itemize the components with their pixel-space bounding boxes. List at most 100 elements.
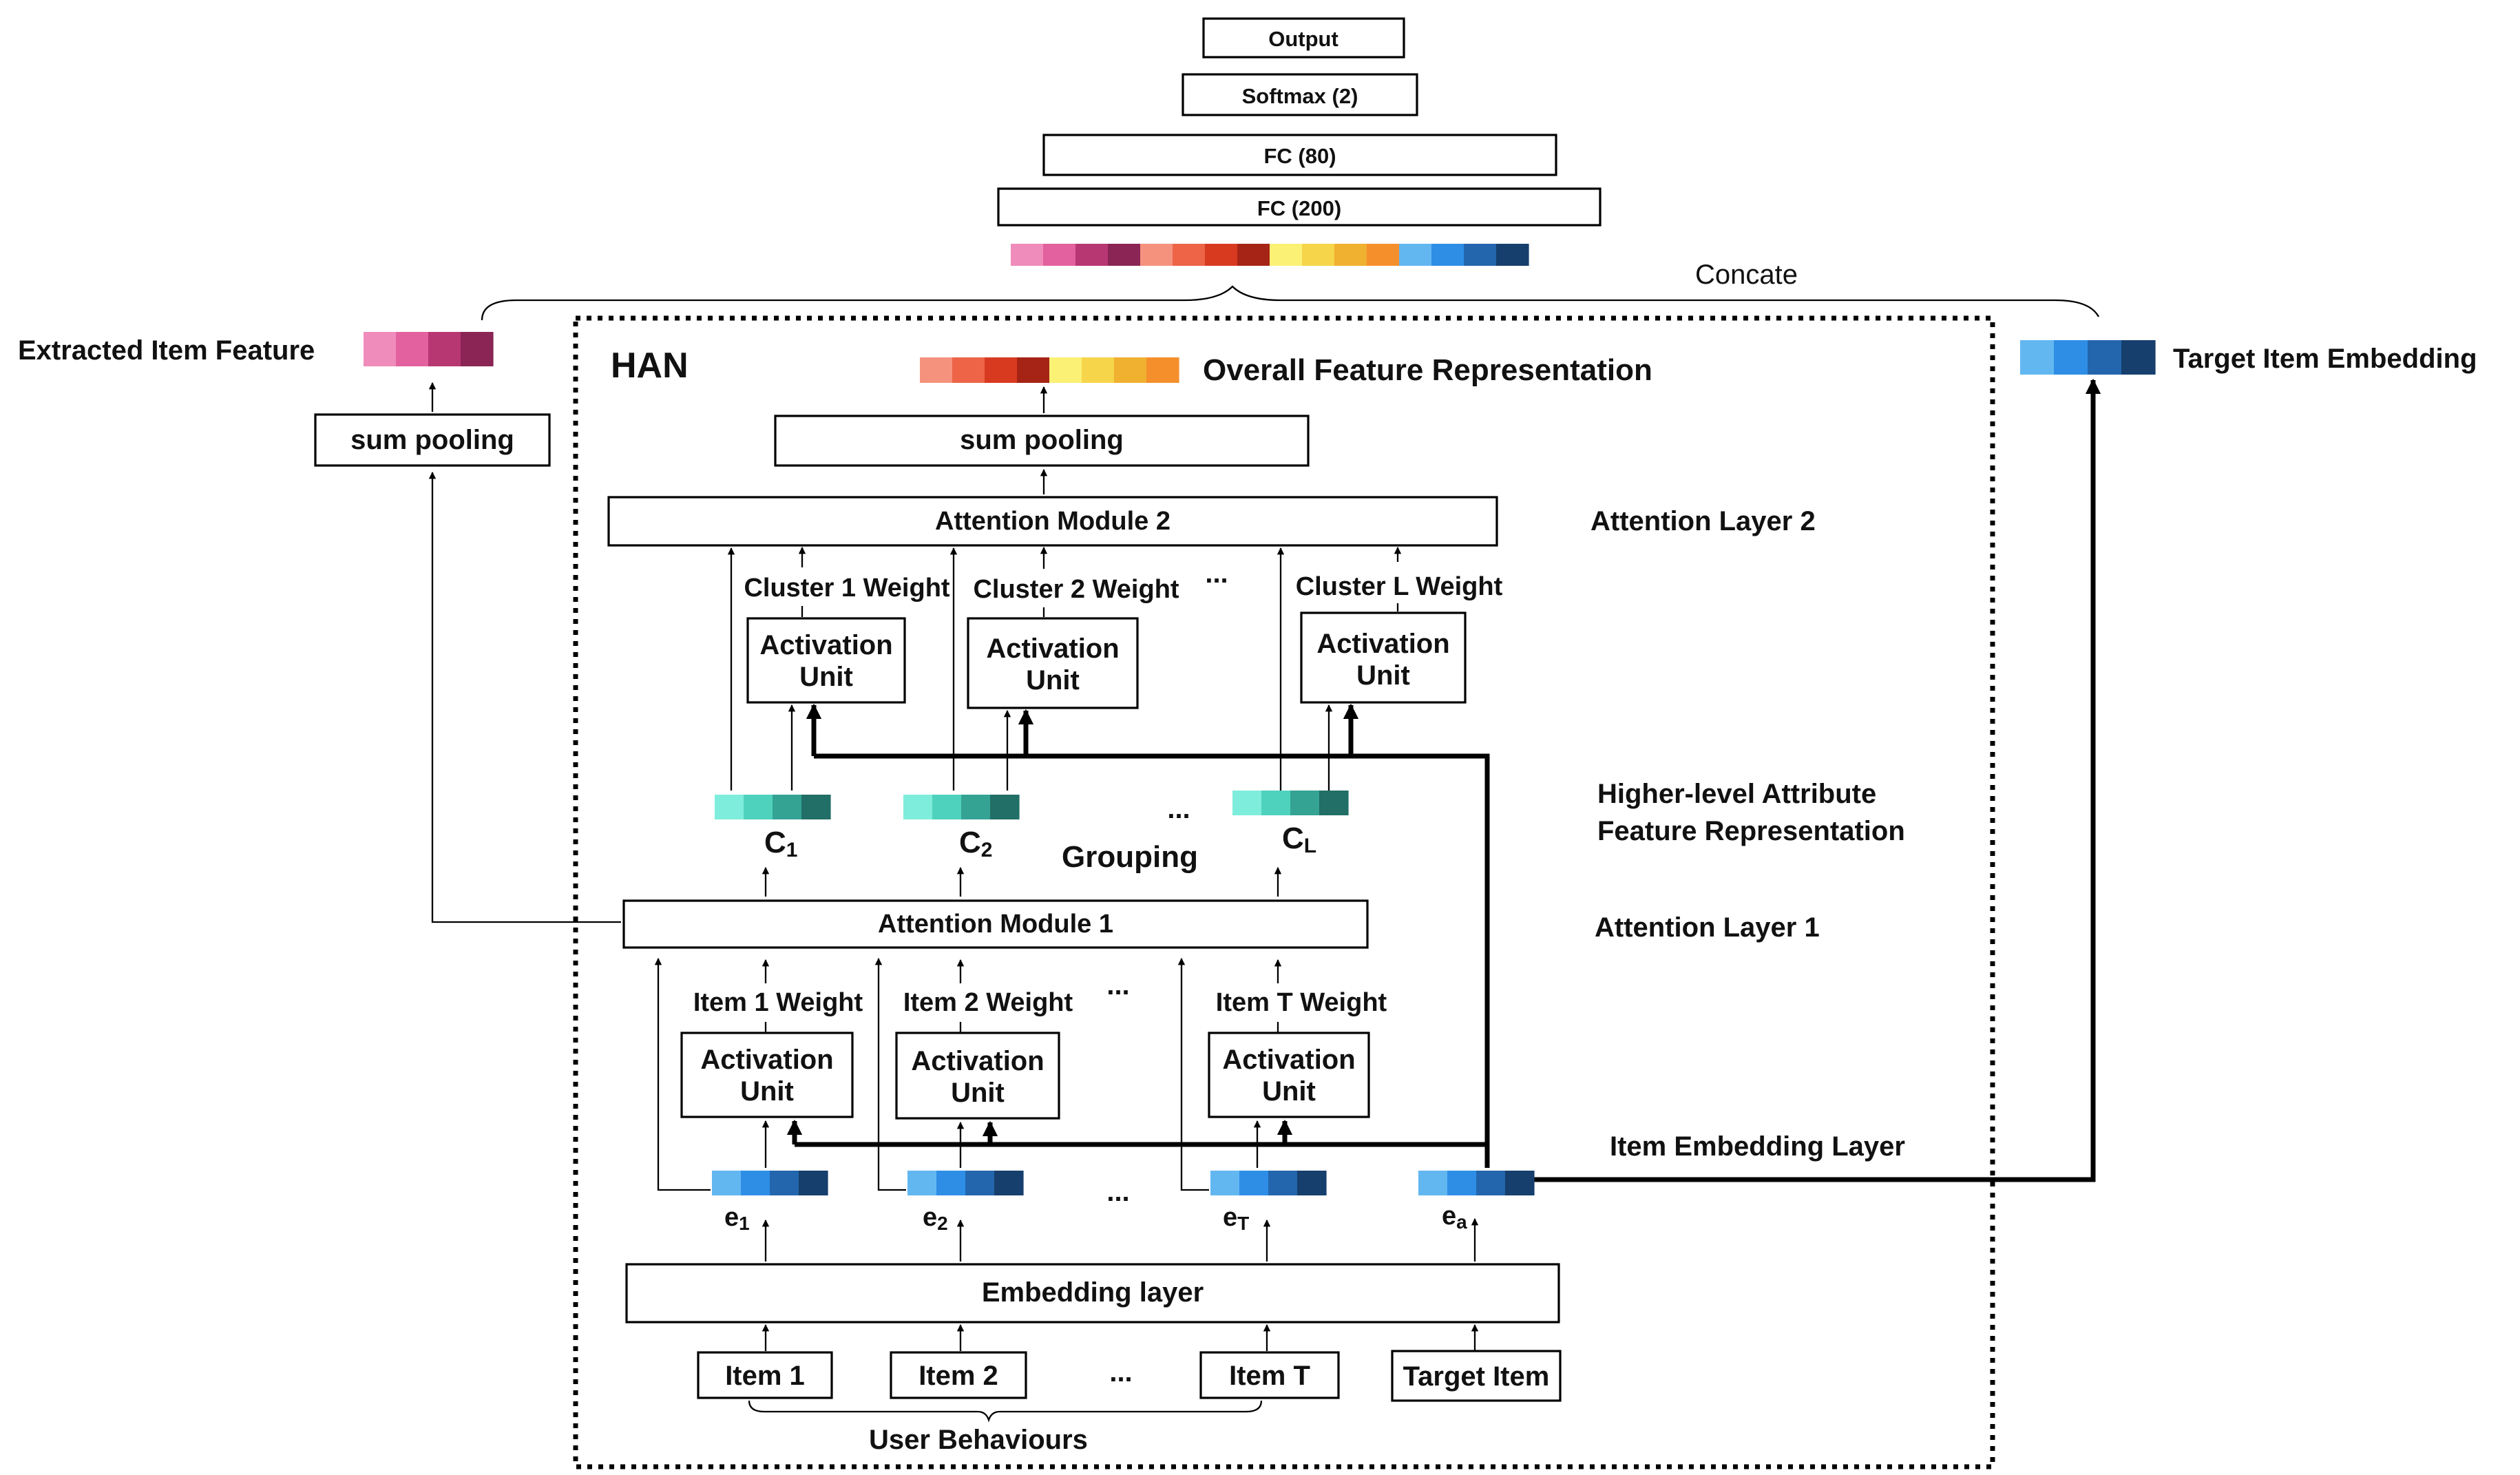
cluster-label-2: C2 xyxy=(959,826,992,861)
vector-cell xyxy=(773,795,802,819)
cluster-label-l: CL xyxy=(1282,822,1316,857)
cluster-activation-unit-2 xyxy=(967,617,1139,709)
han-sum-pooling-label: sum pooling xyxy=(960,425,1124,455)
item-activation-unit-t xyxy=(1208,1032,1370,1118)
vector-cell xyxy=(1447,1171,1477,1195)
attention-module-2-label: Attention Module 2 xyxy=(935,507,1170,536)
vector-cell xyxy=(1270,244,1303,266)
vector-cell xyxy=(1108,244,1141,266)
han-label: HAN xyxy=(611,346,689,386)
vector-cell xyxy=(1173,244,1206,266)
vector-cell xyxy=(461,332,494,366)
cluster-weight-2-label: Cluster 2 Weight xyxy=(973,575,1179,604)
target-attention-lines xyxy=(786,703,1490,1168)
vector-cell xyxy=(920,357,953,383)
cluster-bypass-arrows xyxy=(727,547,1333,791)
vector-cell xyxy=(2020,340,2055,375)
cluster-label-1: C1 xyxy=(764,826,797,861)
cluster-vector-2 xyxy=(903,795,1020,819)
vector-cell xyxy=(1290,791,1320,815)
item-activation-unit-2 xyxy=(895,1032,1060,1120)
item-weight-2-label: Item 2 Weight xyxy=(903,988,1073,1017)
cluster-activation-2-line2: Unit xyxy=(1026,665,1080,695)
vector-cell xyxy=(1237,244,1270,266)
vector-cell xyxy=(1205,244,1238,266)
vector-cell xyxy=(2088,340,2122,375)
embedding-vector-e2 xyxy=(907,1171,1024,1195)
vector-cell xyxy=(952,357,985,383)
left-sum-pooling-label: sum pooling xyxy=(350,425,514,455)
fc80-label: FC (80) xyxy=(1263,144,1336,168)
vector-cell xyxy=(799,1171,828,1195)
vector-cell xyxy=(2054,340,2088,375)
vector-cell xyxy=(1146,357,1179,383)
vector-cell xyxy=(396,332,429,366)
vector-cell xyxy=(1043,244,1076,266)
vector-cell xyxy=(715,795,744,819)
cluster-vector-1 xyxy=(715,795,831,819)
vector-cell xyxy=(965,1171,995,1195)
output-box xyxy=(1202,17,1405,59)
vector-cell xyxy=(1431,244,1464,266)
vector-cell xyxy=(1302,244,1335,266)
cluster-activation-1-line1: Activation xyxy=(759,630,892,660)
item-2-label: Item 2 xyxy=(918,1361,998,1391)
vector-cell xyxy=(1268,1171,1298,1195)
vector-cell xyxy=(1049,357,1082,383)
items-ellipsis: ... xyxy=(1109,1357,1132,1388)
cluster-vector-l xyxy=(1232,791,1349,815)
extracted-item-feature-vector xyxy=(364,332,494,366)
embedding-label-e1: e1 xyxy=(724,1203,750,1234)
vector-cell xyxy=(1017,357,1050,383)
item-activation-2-line2: Unit xyxy=(951,1078,1005,1108)
overall-feature-label: Overall Feature Representation xyxy=(1203,353,1652,387)
embedding-to-vector-arrows xyxy=(762,1217,1479,1262)
embedding-label-ea: ea xyxy=(1442,1202,1467,1233)
vector-cell xyxy=(961,795,991,819)
item-1-label: Item 1 xyxy=(725,1361,805,1391)
vector-cell xyxy=(1297,1171,1327,1195)
vector-cell xyxy=(932,795,962,819)
vector-cell xyxy=(1505,1171,1535,1195)
item-1-box xyxy=(697,1351,833,1399)
attention-module-2-box xyxy=(607,496,1498,547)
item-t-box xyxy=(1199,1351,1340,1399)
cluster-activation-unit-1 xyxy=(746,617,906,704)
extracted-item-feature-label: Extracted Item Feature xyxy=(18,335,315,366)
cluster-activation-l-line2: Unit xyxy=(1356,660,1410,691)
vector-cell xyxy=(801,795,831,819)
vector-cell xyxy=(2121,340,2156,375)
attention-layer-1-label: Attention Layer 1 xyxy=(1595,912,1820,943)
vector-cell xyxy=(1140,244,1173,266)
item-activation-2-line1: Activation xyxy=(911,1046,1044,1076)
concat-brace xyxy=(481,285,2100,321)
vector-cell xyxy=(1114,357,1147,383)
vector-cell xyxy=(1334,244,1367,266)
vector-cell xyxy=(936,1171,966,1195)
vector-cell xyxy=(428,332,461,366)
fc80-box xyxy=(1042,134,1557,176)
higher-level-label-line1: Higher-level Attribute xyxy=(1597,779,1876,809)
concatenated-vector xyxy=(1011,244,1529,266)
concat-label: Concate xyxy=(1695,260,1798,290)
vector-cell xyxy=(903,795,933,819)
vector-cell xyxy=(994,1171,1024,1195)
attention-module-1-label: Attention Module 1 xyxy=(878,910,1113,939)
fc200-label: FC (200) xyxy=(1257,196,1341,220)
embedding-vector-et xyxy=(1210,1171,1327,1195)
vector-cell xyxy=(1464,244,1497,266)
target-item-embedding-vector xyxy=(2020,340,2156,375)
vector-cell xyxy=(985,357,1018,383)
vector-cell xyxy=(741,1171,770,1195)
vector-cell xyxy=(1319,791,1349,815)
vector-cell xyxy=(1075,244,1109,266)
vector-cell xyxy=(1367,244,1400,266)
han-frame xyxy=(573,315,1995,1469)
attn1-to-cluster-arrows xyxy=(762,866,1282,897)
overall-feature-vector xyxy=(920,357,1179,383)
embedding-layer-box xyxy=(625,1263,1560,1324)
cluster-activation-2-line1: Activation xyxy=(986,634,1119,664)
embedding-label-et: eT xyxy=(1223,1203,1249,1234)
embedding-ellipsis: ... xyxy=(1106,1177,1129,1207)
